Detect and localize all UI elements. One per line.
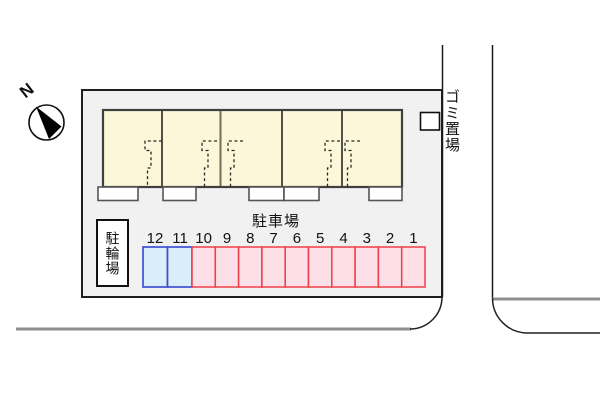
garbage-area-label: ゴミ置場	[443, 89, 461, 153]
compass-needle-icon	[36, 106, 62, 139]
parking-space-number: 7	[269, 230, 278, 247]
parking-space-2	[377, 246, 403, 288]
curb-corner-left	[409, 296, 443, 330]
parking-space-number: 5	[316, 230, 325, 247]
parking-space-9	[214, 246, 240, 288]
entrance-porch	[368, 186, 403, 202]
parking-space-number: 4	[339, 230, 348, 247]
parking-space-number: 6	[292, 230, 302, 247]
parking-space-1	[400, 246, 426, 288]
parking-space-8	[237, 246, 263, 288]
entrance-door-marking	[227, 140, 243, 187]
bicycle-parking-box: 駐輪場	[96, 219, 129, 287]
parking-space-4	[331, 246, 356, 288]
parking-space-10	[191, 246, 217, 288]
curb-corner-right	[491, 297, 528, 334]
entrance-porch	[162, 186, 197, 202]
entrance-door-marking	[144, 140, 162, 187]
parking-space-6	[284, 246, 310, 288]
parking-space-number: 10	[195, 230, 212, 247]
entrance-porch	[248, 186, 285, 202]
parking-space-11	[166, 246, 193, 288]
parking-space-number: 1	[409, 230, 418, 247]
entrance-door-marking	[344, 140, 360, 187]
parking-space-7	[261, 246, 286, 288]
parking-space-12	[142, 246, 169, 288]
garbage-box	[419, 111, 441, 131]
parking-space-number: 9	[222, 230, 232, 247]
parking-space-number: 8	[246, 230, 255, 247]
compass-circle	[28, 104, 65, 141]
entrance-porch	[283, 186, 320, 202]
entrance-porch	[97, 186, 139, 202]
parking-space-number: 2	[385, 230, 395, 247]
entrance-door-marking	[324, 140, 340, 187]
entrance-door-marking	[201, 140, 217, 187]
parking-lot-label: 駐車場	[251, 213, 301, 230]
bicycle-parking-label: 駐輪場	[104, 230, 121, 276]
parking-space-3	[354, 246, 380, 288]
building-outline	[101, 108, 404, 189]
parking-space-number: 12	[146, 230, 164, 247]
parking-space-number: 11	[172, 230, 188, 247]
parking-space-number: 3	[362, 230, 371, 247]
parking-spaces	[142, 246, 426, 288]
parking-space-5	[307, 246, 333, 288]
